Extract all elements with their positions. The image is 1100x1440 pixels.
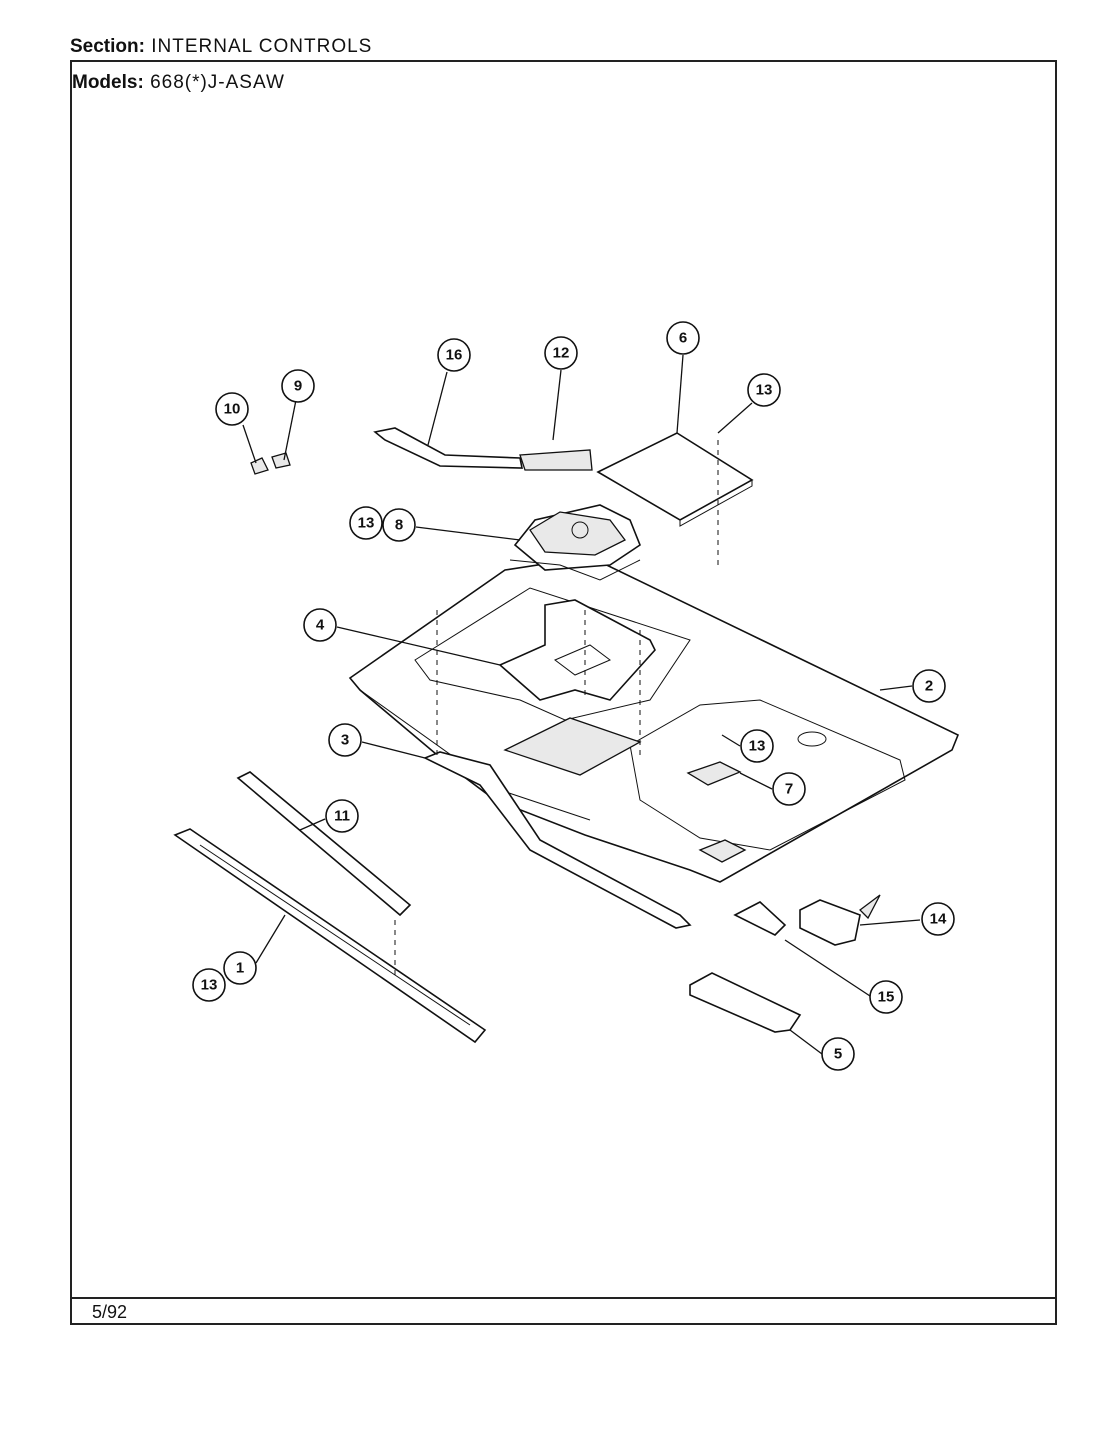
part-switch-assembly: [509, 504, 641, 581]
callout-label: 2: [925, 678, 933, 695]
callout-9: 9: [281, 369, 315, 403]
leader-lines: [242, 354, 921, 1055]
callout-2: 2: [912, 669, 946, 703]
callout-12: 12: [544, 336, 578, 370]
callout-3: 3: [328, 723, 362, 757]
callout-label: 16: [446, 347, 463, 364]
part-knob: [250, 457, 269, 475]
callout-label: 14: [930, 911, 947, 928]
part-arm: [373, 427, 593, 471]
callout-label: 9: [294, 378, 302, 395]
callout-7: 7: [772, 772, 806, 806]
callout-16: 16: [437, 338, 471, 372]
callout-8: 8: [382, 508, 416, 542]
callout-label: 13: [749, 738, 766, 755]
part-strip: [236, 771, 412, 917]
part-small-plate: [686, 761, 742, 786]
callout-label: 12: [553, 345, 570, 362]
callout-label: 5: [834, 1046, 842, 1063]
callout-label: 3: [341, 732, 349, 749]
callout-label: 7: [785, 781, 793, 798]
callout-label: 8: [395, 517, 403, 534]
part-long-rail: [173, 828, 487, 1044]
callout-11: 11: [325, 799, 359, 833]
callout-13: 13: [747, 373, 781, 407]
revision-date: 5/92: [92, 1302, 128, 1322]
callout-1: 1: [223, 951, 257, 985]
callout-label: 6: [679, 330, 687, 347]
callout-14: 14: [921, 902, 955, 936]
callout-label: 15: [878, 989, 895, 1006]
callout-15: 15: [869, 980, 903, 1014]
part-front-rail: [423, 751, 692, 929]
part-switch-block: [799, 894, 881, 946]
section-label: Section:: [70, 36, 145, 57]
callout-5: 5: [821, 1037, 855, 1071]
part-plate: [596, 432, 754, 527]
section-value: INTERNAL CONTROLS: [151, 36, 373, 57]
callout-10: 10: [215, 392, 249, 426]
models-value: 668(*)J-ASAW: [150, 72, 285, 93]
footer-divider: [72, 1297, 1055, 1299]
callout-6: 6: [666, 321, 700, 355]
callout-label: 13: [358, 515, 375, 532]
callout-13: 13: [349, 506, 383, 540]
callout-4: 4: [303, 608, 337, 642]
part-bracket: [498, 599, 656, 701]
callout-13: 13: [192, 968, 226, 1002]
callout-label: 13: [201, 977, 218, 994]
callout-label: 4: [316, 617, 325, 634]
section-heading: Section: INTERNAL CONTROLS: [70, 36, 372, 58]
diagram-frame: Models: 668(*)J-ASAW 5/92: [70, 60, 1057, 1325]
callout-label: 1: [236, 960, 244, 977]
part-mount-bracket: [733, 901, 787, 936]
part-cover-bracket: [689, 972, 802, 1033]
part-top-panel: [348, 556, 960, 883]
models-label: Models:: [72, 72, 144, 93]
models-heading: Models: 668(*)J-ASAW: [72, 72, 285, 94]
callout-13: 13: [740, 729, 774, 763]
callout-label: 13: [756, 382, 773, 399]
callout-label: 10: [224, 401, 241, 418]
part-clip: [271, 452, 291, 469]
callout-label: 11: [334, 808, 350, 825]
